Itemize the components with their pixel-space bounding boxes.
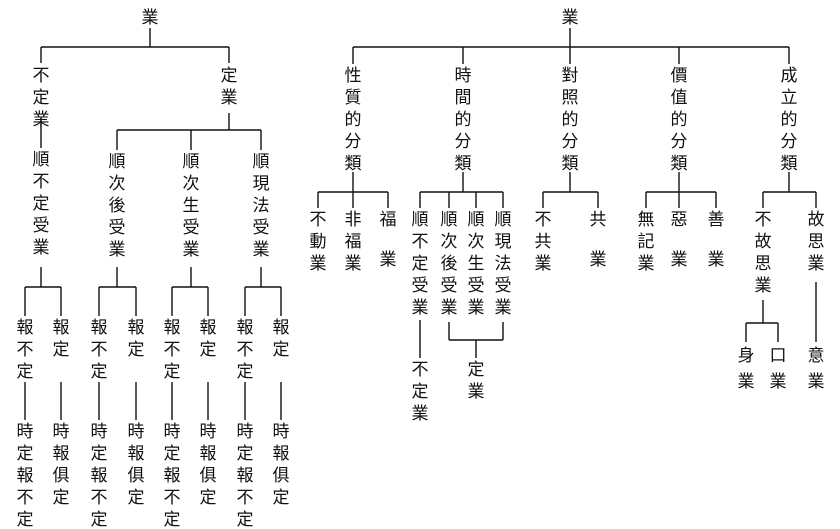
edge-g1 (24, 267, 62, 316)
node-buding-ye: 不定業 (33, 66, 50, 130)
node-shibao-juding-1: 時報俱定 (53, 422, 70, 508)
node-shijian-fenlei: 時間的分類 (455, 66, 472, 174)
node-shen-ye: 身業 (738, 346, 755, 392)
node-bugusi-ye: 不故思業 (755, 210, 772, 296)
node-root-right: 業 (562, 8, 579, 28)
node-yi-ye: 意業 (808, 346, 825, 392)
node-t-ding-ye: 定業 (468, 360, 485, 402)
edge-duizhao (542, 172, 599, 208)
node-bao-ding-4: 報定 (273, 318, 290, 360)
node-duizhao-fenlei: 對照的分類 (562, 66, 579, 174)
node-shiding-baobuding-3: 時定報不定 (164, 422, 181, 529)
node-shibao-juding-4: 時報俱定 (273, 422, 290, 508)
edge-chengli (762, 172, 817, 208)
edge-dingye-branches (116, 113, 262, 150)
node-shiding-baobuding-1: 時定報不定 (17, 422, 34, 529)
node-kou-ye: 口業 (770, 346, 787, 392)
edge-t-ding (448, 322, 504, 358)
edge-right-root (352, 28, 790, 64)
node-shiding-baobuding-2: 時定報不定 (91, 422, 108, 529)
node-bao-buding-3: 報不定 (164, 318, 181, 382)
node-t-shun-cisheng-shou-ye: 順次生受業 (468, 210, 485, 318)
node-t-shun-buding-shou-ye: 順不定受業 (412, 210, 429, 318)
node-chengli-fenlei: 成立的分類 (781, 66, 798, 174)
node-bao-buding-2: 報不定 (91, 318, 108, 382)
node-xingzhi-fenlei: 性質的分類 (345, 66, 362, 174)
node-shibao-juding-3: 時報俱定 (200, 422, 217, 508)
edge-left-root (40, 28, 230, 63)
node-bao-buding-4: 報不定 (237, 318, 254, 382)
node-shan-ye: 善業 (708, 210, 725, 270)
node-t-shun-xianfa-shou-ye: 順現法受業 (495, 210, 512, 318)
node-shiding-baobuding-4: 時定報不定 (237, 422, 254, 529)
node-gong-ye: 共業 (590, 210, 607, 270)
node-t-buding-ye: 不定業 (412, 360, 429, 424)
edge-bugusi (745, 300, 779, 342)
edge-shijian (419, 172, 504, 208)
node-feifu-ye: 非福業 (345, 210, 362, 274)
node-e-ye: 惡業 (671, 210, 688, 270)
node-t-shun-cihou-shou-ye: 順次後受業 (441, 210, 458, 318)
node-gusi-ye: 故思業 (808, 210, 825, 274)
node-bao-ding-2: 報定 (128, 318, 145, 360)
node-bao-buding-1: 報不定 (17, 318, 34, 382)
edge-xingzhi (317, 172, 389, 208)
node-shun-cihou-shou-ye: 順次後受業 (109, 152, 126, 260)
edge-g3 (171, 267, 209, 316)
node-wuji-ye: 無記業 (638, 210, 655, 274)
node-fu-ye: 福業 (380, 210, 397, 270)
node-bugong-ye: 不共業 (535, 210, 552, 274)
node-shibao-juding-2: 時報俱定 (128, 422, 145, 508)
node-budong-ye: 不動業 (310, 210, 327, 274)
tree-edges (24, 28, 817, 420)
node-ding-ye: 定業 (221, 66, 238, 108)
tree-labels: 業 不定業 順不定受業 報不定 時定報不定 報定 時報俱定 定業 順次後受業 報… (17, 8, 825, 529)
node-bao-ding-1: 報定 (53, 318, 70, 360)
node-shun-buding-shou-ye: 順不定受業 (33, 150, 50, 258)
node-shun-cisheng-shou-ye: 順次生受業 (183, 152, 200, 260)
node-shun-xianfa-shou-ye: 順現法受業 (253, 152, 270, 260)
edge-jiazhi (645, 172, 717, 208)
node-jiazhi-fenlei: 價值的分類 (671, 66, 688, 174)
edge-leaf-connectors (24, 382, 282, 420)
node-bao-ding-3: 報定 (200, 318, 217, 360)
node-root-left: 業 (142, 8, 159, 28)
edge-g4 (244, 267, 282, 316)
edge-g2 (98, 267, 137, 316)
